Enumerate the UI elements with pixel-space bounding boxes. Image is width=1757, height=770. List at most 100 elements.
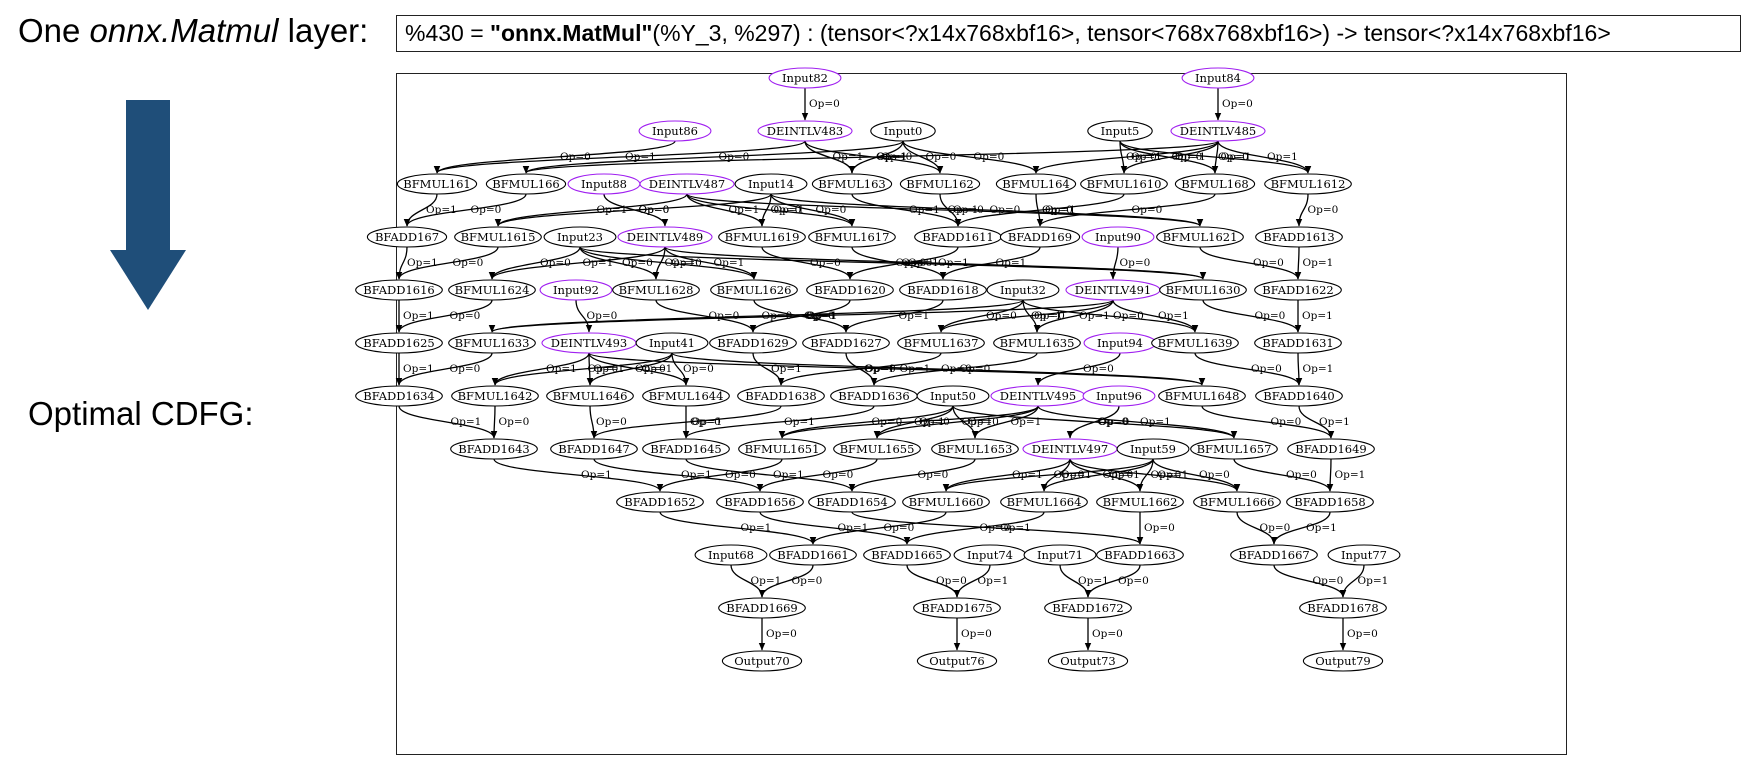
cdfg-node: BFADD1636 xyxy=(830,385,918,407)
edge-op-label: Op=0 xyxy=(450,310,481,322)
edge-op-label: Op=1 xyxy=(1158,310,1189,322)
cdfg-node-label: BFADD1636 xyxy=(838,389,909,403)
edge-op-label: Op=1 xyxy=(938,257,969,269)
cdfg-node: Input96 xyxy=(1082,385,1156,407)
cdfg-node-label: BFMUL1666 xyxy=(1200,495,1275,509)
cdfg-node-label: BFADD1665 xyxy=(871,548,942,562)
edge-op-label: Op=0 xyxy=(690,416,721,428)
cdfg-node-label: BFMUL1610 xyxy=(1087,177,1162,191)
cdfg-node-label: DEINTLV489 xyxy=(627,230,703,244)
edge-op-label: Op=1 xyxy=(1302,310,1333,322)
cdfg-edge: Op=0 xyxy=(1214,88,1253,121)
cdfg-edge: Op=0 xyxy=(758,618,797,651)
edge-op-label: Op=1 xyxy=(1140,416,1171,428)
cdfg-node-label: Input71 xyxy=(1037,548,1083,562)
cdfg-node-label: BFADD1611 xyxy=(922,230,993,244)
label-prefix: One xyxy=(18,12,90,49)
cdfg-node: DEINTLV495 xyxy=(990,385,1086,407)
cdfg-node-label: BFADD169 xyxy=(1008,230,1072,244)
cdfg-edge: Op=0 xyxy=(1273,564,1347,598)
cdfg-node: BFADD167 xyxy=(366,226,448,248)
cdfg-node: Input0 xyxy=(870,120,936,142)
cdfg-edge: Op=0 xyxy=(1136,458,1181,492)
cdfg-node: BFMUL163 xyxy=(811,173,893,195)
cdfg-node: BFMUL168 xyxy=(1174,173,1256,195)
cdfg-edge: Op=1 xyxy=(493,458,664,492)
edge-op-label: Op=0 xyxy=(450,363,481,375)
edge-op-label: Op=1 xyxy=(546,363,577,375)
edge-op-label: Op=0 xyxy=(872,416,903,428)
edge-op-label: Op=0 xyxy=(639,204,670,216)
cdfg-node-label: BFADD1647 xyxy=(558,442,629,456)
cdfg-node: BFMUL1610 xyxy=(1080,173,1168,195)
cdfg-edge: Op=0 xyxy=(1295,193,1338,227)
cdfg-edge: Op=1 xyxy=(398,405,498,439)
cdfg-node: BFADD1643 xyxy=(450,438,538,460)
cdfg-node-label: Input84 xyxy=(1195,71,1241,85)
edge-op-label: Op=0 xyxy=(1118,575,1149,587)
edge-op-label: Op=1 xyxy=(581,469,612,481)
edge-op-label: Op=0 xyxy=(960,363,991,375)
optimal-cdfg-label: Optimal CDFG: xyxy=(28,395,254,432)
cdfg-node: BFMUL161 xyxy=(396,173,478,195)
cdfg-node-label: BFADD1634 xyxy=(363,389,434,403)
cdfg-node: Input88 xyxy=(567,173,641,195)
matmul-layer-label: One onnx.Matmul layer: xyxy=(18,12,368,50)
cdfg-node: Input50 xyxy=(916,385,990,407)
edge-op-label: Op=0 xyxy=(709,310,740,322)
edge-op-label: Op=1 xyxy=(741,522,772,534)
cdfg-node-label: Input77 xyxy=(1341,548,1387,562)
cdfg-edge: Op=0 xyxy=(953,618,992,651)
cdfg-edge: Op=0 xyxy=(758,193,801,227)
cdfg-node: BFMUL1642 xyxy=(451,385,539,407)
cdfg-node-label: BFADD1631 xyxy=(1262,336,1333,350)
edge-op-label: Op=1 xyxy=(784,416,815,428)
cdfg-node: Input82 xyxy=(768,67,842,89)
cdfg-node: Output73 xyxy=(1047,650,1129,672)
cdfg-node: BFADD1663 xyxy=(1096,544,1184,566)
edge-op-label: Op=0 xyxy=(453,257,484,269)
cdfg-node: BFMUL1637 xyxy=(897,332,985,354)
cdfg-node-label: BFADD1667 xyxy=(1238,548,1309,562)
edge-op-label: Op=0 xyxy=(587,310,618,322)
cdfg-node: BFADD1611 xyxy=(914,226,1002,248)
cdfg-node-label: BFADD1629 xyxy=(717,336,788,350)
edge-op-label: Op=0 xyxy=(865,363,896,375)
cdfg-node: Input94 xyxy=(1083,332,1157,354)
cdfg-node: BFADD1627 xyxy=(802,332,890,354)
edge-op-label: Op=1 xyxy=(899,310,930,322)
cdfg-node-label: BFADD1669 xyxy=(726,601,797,615)
edge-op-label: Op=0 xyxy=(1255,310,1286,322)
cdfg-edge: Op=1 xyxy=(433,140,806,174)
edge-op-label: Op=0 xyxy=(896,257,927,269)
cdfg-node: BFMUL1630 xyxy=(1159,279,1247,301)
cdfg-node-label: BFADD1678 xyxy=(1307,601,1378,615)
cdfg-node-label: Input96 xyxy=(1096,389,1142,403)
cdfg-node: BFADD1656 xyxy=(716,491,804,513)
cdfg-node: BFMUL1612 xyxy=(1264,173,1352,195)
edge-op-label: Op=0 xyxy=(884,522,915,534)
cdfg-node-label: BFADD1656 xyxy=(724,495,795,509)
cdfg-node: DEINTLV493 xyxy=(541,332,637,354)
cdfg-node: Input5 xyxy=(1087,120,1153,142)
cdfg-node: BFMUL1617 xyxy=(808,226,896,248)
edge-op-label: Op=1 xyxy=(1358,575,1389,587)
edge-op-label: Op=0 xyxy=(725,469,756,481)
cdfg-node: BFADD1625 xyxy=(355,332,443,354)
cdfg-node-label: BFMUL1642 xyxy=(458,389,533,403)
cdfg-node: BFMUL1646 xyxy=(546,385,634,407)
cdfg-node-label: BFMUL1653 xyxy=(938,442,1013,456)
edge-op-label: Op=1 xyxy=(838,522,869,534)
edge-op-label: Op=0 xyxy=(1313,575,1344,587)
edge-op-label: Op=1 xyxy=(962,416,993,428)
cdfg-node-label: BFMUL166 xyxy=(492,177,559,191)
cdfg-node: BFADD1629 xyxy=(709,332,797,354)
cdfg-edge: Op=1 xyxy=(778,405,1039,439)
cdfg-edge: Op=0 xyxy=(770,193,856,227)
cdfg-edge: Op=1 xyxy=(1270,511,1337,545)
cdfg-edge: Op=1 xyxy=(664,246,1206,280)
cdfg-node-label: BFMUL1615 xyxy=(461,230,536,244)
cdfg-node-label: Input74 xyxy=(967,548,1013,562)
cdfg-edge: Op=0 xyxy=(756,458,878,492)
